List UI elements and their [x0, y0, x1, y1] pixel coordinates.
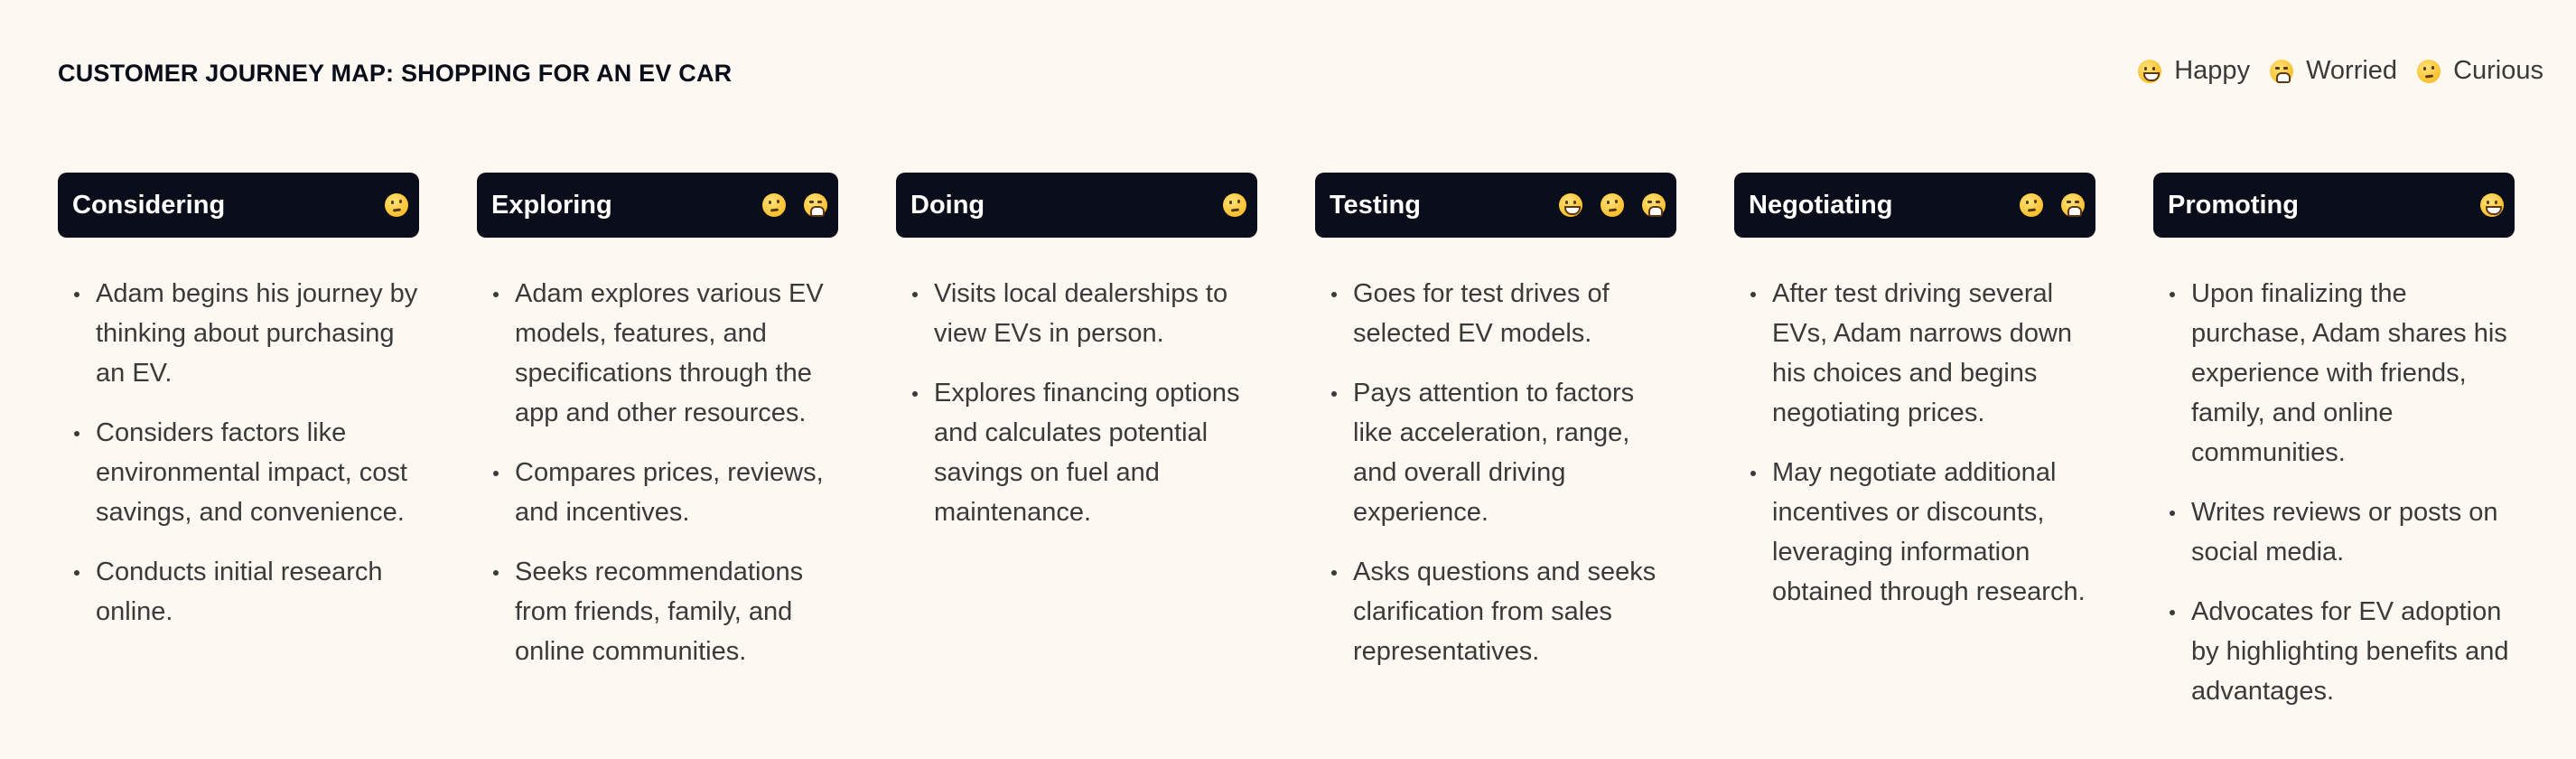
stage-emotions: [2480, 193, 2504, 217]
bullet-item: May negotiate additional incentives or d…: [1734, 453, 2095, 612]
thinking-face-icon: [762, 193, 786, 217]
stage-header: Doing: [896, 173, 1257, 238]
legend-item-worried: Worried: [2270, 56, 2397, 86]
bullet-item: Conducts initial research online.: [58, 552, 419, 632]
bullet-item: Writes reviews or posts on social media.: [2153, 492, 2515, 572]
stage-columns: Considering Adam begins his journey by t…: [58, 173, 2515, 731]
page-title: CUSTOMER JOURNEY MAP: SHOPPING FOR AN EV…: [58, 60, 733, 87]
bullet-item: Advocates for EV adoption by highlightin…: [2153, 592, 2515, 711]
legend-label: Curious: [2453, 56, 2543, 85]
thinking-face-icon: [385, 193, 408, 217]
bullet-item: Adam begins his journey by thinking abou…: [58, 274, 419, 393]
stage-header: Testing: [1315, 173, 1676, 238]
stage-title: Considering: [72, 190, 226, 220]
happy-face-icon: [2480, 193, 2504, 217]
legend-item-curious: Curious: [2417, 56, 2543, 86]
worried-face-icon: [1642, 193, 1666, 217]
thinking-face-icon: [1223, 193, 1246, 217]
stage-title: Exploring: [491, 190, 612, 220]
bullet-item: Considers factors like environmental imp…: [58, 413, 419, 532]
happy-face-icon: [2138, 59, 2162, 83]
legend-label: Happy: [2174, 56, 2251, 85]
stage-header: Exploring: [477, 173, 838, 238]
stage-bullets: Goes for test drives of selected EV mode…: [1315, 274, 1676, 671]
stage-title: Testing: [1330, 190, 1421, 220]
bullet-item: Explores financing options and calculate…: [896, 373, 1257, 532]
stage-bullets: After test driving several EVs, Adam nar…: [1734, 274, 2095, 612]
stage-title: Negotiating: [1749, 190, 1893, 220]
worried-face-icon: [2061, 193, 2085, 217]
bullet-item: After test driving several EVs, Adam nar…: [1734, 274, 2095, 433]
stage-bullets: Upon finalizing the purchase, Adam share…: [2153, 274, 2515, 711]
bullet-item: Seeks recommendations from friends, fami…: [477, 552, 838, 671]
stage-title: Promoting: [2168, 190, 2299, 220]
stage-promoting: Promoting Upon finalizing the purchase, …: [2153, 173, 2515, 731]
thinking-face-icon: [2417, 59, 2441, 83]
stage-testing: Testing Goes for test drives of selected…: [1315, 173, 1676, 731]
stage-negotiating: Negotiating After test driving several E…: [1734, 173, 2095, 731]
bullet-item: Compares prices, reviews, and incentives…: [477, 453, 838, 532]
stage-emotions: [1223, 193, 1246, 217]
worried-face-icon: [804, 193, 827, 217]
bullet-item: Upon finalizing the purchase, Adam share…: [2153, 274, 2515, 473]
stage-header: Considering: [58, 173, 419, 238]
bullet-item: Adam explores various EV models, feature…: [477, 274, 838, 433]
worried-face-icon: [2270, 59, 2294, 83]
stage-header: Negotiating: [1734, 173, 2095, 238]
stage-emotions: [1559, 193, 1666, 217]
stage-exploring: Exploring Adam explores various EV model…: [477, 173, 838, 731]
emotion-legend: Happy Worried Curious: [2138, 56, 2543, 86]
thinking-face-icon: [1601, 193, 1624, 217]
stage-header: Promoting: [2153, 173, 2515, 238]
stage-emotions: [762, 193, 827, 217]
stage-title: Doing: [910, 190, 985, 220]
stage-bullets: Adam begins his journey by thinking abou…: [58, 274, 419, 632]
stage-emotions: [385, 193, 408, 217]
thinking-face-icon: [2020, 193, 2043, 217]
legend-item-happy: Happy: [2138, 56, 2250, 86]
bullet-item: Asks questions and seeks clarification f…: [1315, 552, 1676, 671]
bullet-item: Pays attention to factors like accelerat…: [1315, 373, 1676, 532]
stage-bullets: Visits local dealerships to view EVs in …: [896, 274, 1257, 532]
bullet-item: Goes for test drives of selected EV mode…: [1315, 274, 1676, 353]
stage-doing: Doing Visits local dealerships to view E…: [896, 173, 1257, 731]
happy-face-icon: [1559, 193, 1582, 217]
bullet-item: Visits local dealerships to view EVs in …: [896, 274, 1257, 353]
stage-considering: Considering Adam begins his journey by t…: [58, 173, 419, 731]
stage-bullets: Adam explores various EV models, feature…: [477, 274, 838, 671]
stage-emotions: [2020, 193, 2085, 217]
legend-label: Worried: [2306, 56, 2398, 85]
